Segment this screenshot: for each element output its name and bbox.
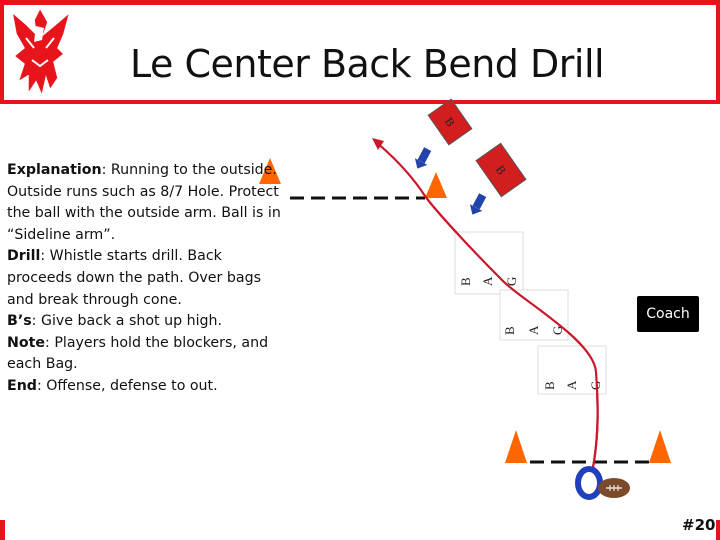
end-body: : Offense, defense to out.: [37, 378, 218, 394]
drill-label: Drill: [7, 248, 40, 264]
bag-1-letter-b: B: [458, 277, 473, 286]
cone-top-right: [425, 172, 447, 198]
bs-label: B’s: [7, 313, 32, 329]
blocker-arrow-top: [411, 146, 434, 172]
slide-number: #20: [682, 516, 715, 534]
bag-2-letter-a: A: [526, 325, 541, 335]
drill-body: : Whistle starts drill. Back proceeds do…: [7, 248, 261, 307]
bag-2: B A G: [500, 290, 568, 340]
end-label: End: [7, 378, 37, 394]
cone-bottom-left: [505, 430, 527, 463]
bag-3-letter-b: B: [542, 381, 557, 390]
note-body: : Players hold the blockers, and each Ba…: [7, 335, 268, 373]
ball-carrier: [578, 469, 630, 498]
bag-3-letter-a: A: [564, 380, 579, 390]
bag-2-letter-b: B: [502, 326, 517, 335]
bag-1-letter-a: A: [480, 276, 495, 286]
note-label: Note: [7, 335, 45, 351]
coach-box: Coach: [637, 296, 699, 332]
explanation-label: Explanation: [7, 162, 102, 178]
bag-3-letter-g: G: [588, 381, 603, 390]
bs-body: : Give back a shot up high.: [32, 313, 222, 329]
blocker-pad-top: B: [428, 99, 472, 145]
explanation-text: Explanation: Running to the outside. Out…: [7, 160, 289, 398]
blocker-pad-lower: B: [476, 143, 526, 196]
blocker-arrow-lower: [466, 192, 489, 218]
cone-bottom-right: [649, 430, 671, 463]
